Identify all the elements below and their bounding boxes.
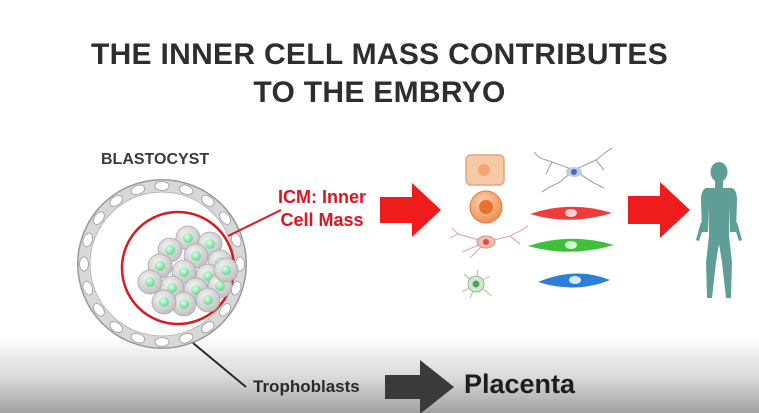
icm-cell-nucleus <box>155 261 165 271</box>
trophoblast-cell <box>79 256 89 272</box>
human-embryo-icon <box>696 162 742 298</box>
title-line-2: TO THE EMBRYO <box>253 76 506 109</box>
icm-label: ICM: Inner Cell Mass <box>272 186 372 232</box>
red-arrow-icon <box>380 183 441 237</box>
trophoblast-cell <box>154 337 170 347</box>
trophoblast-cell <box>130 332 146 344</box>
icm-cell-nucleus <box>221 265 231 275</box>
trophoblast-cell <box>130 184 146 196</box>
trophoblast-pointer-line <box>192 342 247 388</box>
icm-pointer-line <box>227 209 282 237</box>
trophoblast-cell <box>178 184 194 196</box>
icm-label-line-1: ICM: Inner <box>278 187 366 207</box>
bottom-shade <box>0 335 759 413</box>
trophoblast-cell <box>92 211 105 225</box>
trophoblasts-label: Trophoblasts <box>253 377 360 396</box>
trophoblast-cell <box>178 332 194 344</box>
trophoblast-cell <box>201 194 215 207</box>
icm-cell-nucleus <box>183 233 193 243</box>
dark-arrow-icon <box>385 360 454 413</box>
icm-cell-nucleus <box>167 283 177 293</box>
placenta-label: Placenta <box>464 369 576 399</box>
icm-cell-nucleus <box>179 267 189 277</box>
icm-cell-nucleus <box>179 299 189 309</box>
trophoblast-cell <box>92 303 105 317</box>
blastocyst-icon <box>77 179 247 349</box>
page-title: THE INNER CELL MASS CONTRIBUTES TO THE E… <box>0 36 759 112</box>
icm-cell-nucleus <box>165 245 175 255</box>
icm-cell-nucleus <box>203 295 213 305</box>
red-arrow-icon-2 <box>628 182 690 238</box>
icm-cell-nucleus <box>145 277 155 287</box>
title-line-1: THE INNER CELL MASS CONTRIBUTES <box>90 38 669 71</box>
trophoblast-cell <box>201 321 215 334</box>
trophoblast-cell <box>109 194 123 207</box>
trophoblast-cell <box>219 211 232 225</box>
icm-cell-nucleus <box>205 239 215 249</box>
trophoblast-cell <box>219 303 232 317</box>
cell-types-icon <box>449 147 614 299</box>
icm-label-line-2: Cell Mass <box>280 210 364 230</box>
icm-cell-nucleus <box>191 251 201 261</box>
trophoblast-cell <box>109 321 123 334</box>
blastocyst-label: BLASTOCYST <box>101 151 210 168</box>
icm-cell-nucleus <box>159 297 169 307</box>
icm-cell-nucleus <box>215 281 225 291</box>
trophoblast-cell <box>82 280 94 296</box>
trophoblast-cell <box>82 232 94 248</box>
trophoblast-cell <box>154 181 170 191</box>
